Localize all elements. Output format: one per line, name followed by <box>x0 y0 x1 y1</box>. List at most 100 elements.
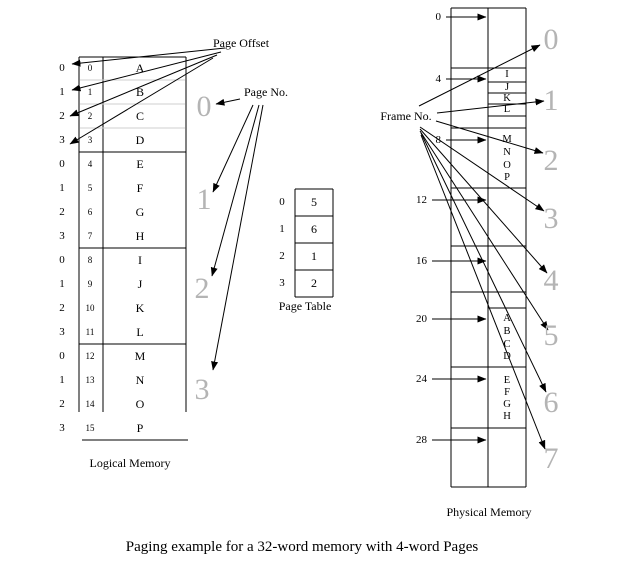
frame-number-7: 7 <box>543 442 559 475</box>
lm-address: 1 <box>87 87 93 97</box>
lm-address: 8 <box>87 255 93 265</box>
frame-number-6: 6 <box>543 386 559 419</box>
physical-address-arrows <box>432 13 487 444</box>
arrow-to-offset-3 <box>69 57 214 145</box>
pm-word: B <box>503 326 511 337</box>
lm-offset: 2 <box>59 302 65 314</box>
pt-frame: 2 <box>311 276 317 290</box>
frame-number-1: 1 <box>543 84 559 117</box>
pt-frame: 6 <box>311 222 317 236</box>
lm-address: 13 <box>85 375 95 385</box>
lm-offset: 1 <box>59 374 65 386</box>
arrow-to-frame-7 <box>420 134 546 450</box>
arrow-to-offset-0 <box>71 47 226 67</box>
arrow-to-page-0 <box>215 98 241 106</box>
arrow-to-page-1 <box>212 104 254 193</box>
lm-value: E <box>136 157 144 171</box>
lm-address: 14 <box>85 399 95 409</box>
lm-value: N <box>135 373 145 387</box>
lm-offset: 2 <box>59 206 65 218</box>
arrow-to-frame-0 <box>418 44 541 107</box>
pm-word: O <box>503 160 511 171</box>
frame-no-label: Frame No. <box>380 109 432 123</box>
frame-number-2: 2 <box>543 144 559 177</box>
pt-page: 3 <box>279 277 285 289</box>
lm-offset: 3 <box>59 326 65 338</box>
pm-word: K <box>503 93 511 104</box>
pt-page: 1 <box>279 223 285 235</box>
frame-number-arrows <box>418 44 549 450</box>
lm-address: 4 <box>87 159 93 169</box>
arrow-to-frame-6 <box>420 132 547 393</box>
lm-value: D <box>135 133 145 147</box>
frame-number-5: 5 <box>543 319 559 352</box>
lm-offset: 0 <box>59 62 65 74</box>
lm-value: H <box>135 229 145 243</box>
lm-address: 15 <box>85 423 95 433</box>
lm-value: O <box>135 397 145 411</box>
lm-address: 5 <box>87 183 93 193</box>
lm-value: G <box>135 205 145 219</box>
frame-number-4: 4 <box>543 264 559 297</box>
page-number-3: 3 <box>194 373 210 406</box>
page-number-0: 0 <box>196 90 212 123</box>
page-no-label: Page No. <box>244 85 288 99</box>
arrow-to-frame-1 <box>436 98 545 114</box>
lm-value: I <box>138 253 142 267</box>
arrow-to-page-2 <box>210 104 260 277</box>
arrow-to-frame-4 <box>419 128 548 274</box>
pm-word: N <box>503 147 511 158</box>
lm-address: 2 <box>87 111 93 121</box>
pm-word: M <box>502 134 512 145</box>
lm-offset: 2 <box>59 398 65 410</box>
lm-value: P <box>136 421 144 435</box>
physical-memory-label: Physical Memory <box>446 505 532 519</box>
lm-offset: 1 <box>59 86 65 98</box>
page-table-label: Page Table <box>278 299 332 313</box>
pm-word: H <box>503 411 511 422</box>
pm-address: 16 <box>416 255 427 267</box>
lm-value: C <box>135 109 144 123</box>
page-number-arrows <box>210 98 264 371</box>
lm-address: 9 <box>87 279 93 289</box>
lm-offset: 0 <box>59 254 65 266</box>
page-number-2: 2 <box>194 272 210 305</box>
page-offset-label: Page Offset <box>212 36 270 50</box>
lm-value: M <box>134 349 146 363</box>
pm-address: 12 <box>416 194 427 206</box>
lm-offset: 1 <box>59 182 65 194</box>
pm-address: 28 <box>416 434 427 446</box>
pt-page: 2 <box>279 250 285 262</box>
pm-address: 20 <box>416 313 427 325</box>
caption: Paging example for a 32-word memory with… <box>125 539 479 555</box>
pm-address: 8 <box>435 134 442 146</box>
lm-address: 0 <box>87 63 93 73</box>
pm-word: C <box>503 339 511 350</box>
arrow-to-page-3 <box>211 104 264 371</box>
lm-offset: 3 <box>59 422 65 434</box>
lm-address: 10 <box>85 303 95 313</box>
lm-value: K <box>135 301 145 315</box>
lm-offset: 3 <box>59 230 65 242</box>
pm-word: A <box>503 313 511 324</box>
arrow-to-frame-2 <box>435 120 544 154</box>
arrow-to-frame-3 <box>419 126 545 212</box>
physical-memory-table-lines <box>450 7 527 488</box>
pm-address: 4 <box>435 73 442 85</box>
arrow-to-frame-5 <box>419 130 549 331</box>
lm-offset: 3 <box>59 134 65 146</box>
pm-word: L <box>503 104 511 115</box>
arrow-to-offset-2 <box>69 54 218 117</box>
pm-word: I <box>505 69 509 80</box>
pt-frame: 1 <box>311 249 317 263</box>
pt-frame: 5 <box>311 195 317 209</box>
pm-word: F <box>504 387 510 398</box>
lm-value: J <box>137 277 143 291</box>
pm-address: 0 <box>435 11 442 23</box>
pt-page: 0 <box>279 196 285 208</box>
pm-word: D <box>503 351 511 362</box>
lm-value: A <box>135 61 145 75</box>
pm-word: J <box>504 82 510 93</box>
